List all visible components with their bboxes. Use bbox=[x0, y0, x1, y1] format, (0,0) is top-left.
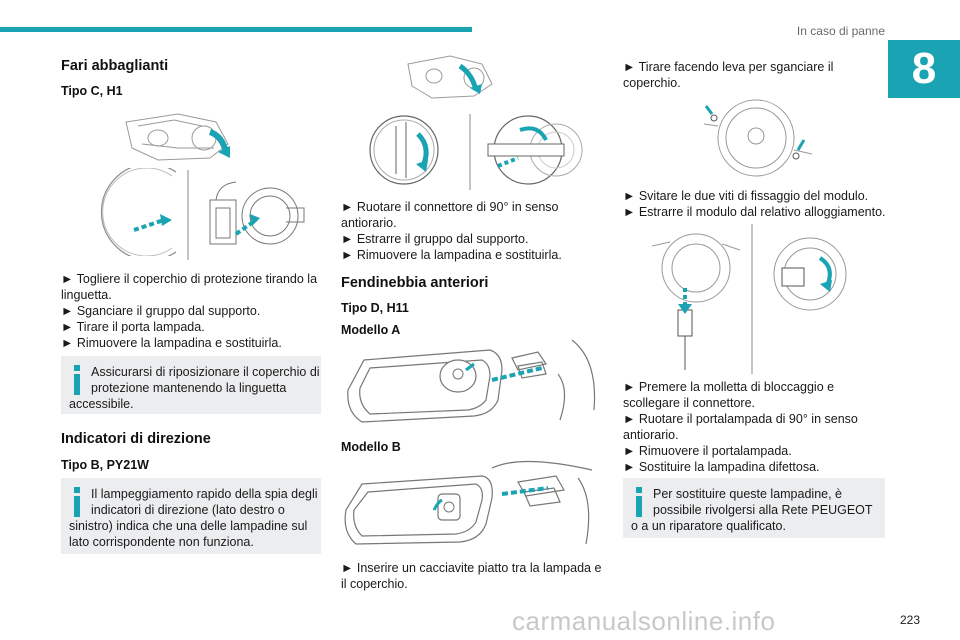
headlamp-top-illustration bbox=[407, 55, 493, 99]
note-text: o a un riparatore qualificato. bbox=[631, 519, 786, 533]
step-text: ► Tirare facendo leva per sganciare il bbox=[623, 60, 834, 74]
bulb-holder-rotate-illustration bbox=[773, 237, 847, 311]
step-text: ► Rimuovere il portalampada. bbox=[623, 444, 792, 458]
module-screws-illustration bbox=[703, 99, 813, 177]
step-text: il coperchio. bbox=[341, 577, 408, 591]
note-text: Assicurarsi di riposizionare il coperchi… bbox=[91, 365, 320, 379]
info-icon bbox=[74, 365, 80, 395]
step-text: scollegare il connettore. bbox=[623, 396, 756, 410]
steps-connettore: ► Ruotare il connettore di 90° in senso … bbox=[341, 199, 562, 263]
info-icon bbox=[636, 487, 642, 517]
step-text: ► Rimuovere la lampadina e sostituirla. bbox=[341, 248, 562, 262]
chapter-number-badge: 8 bbox=[888, 40, 960, 98]
note-text: indicatori di direzione (lato destro o bbox=[91, 503, 285, 517]
page-number: 223 bbox=[899, 613, 920, 627]
heading-modello-a: Modello A bbox=[341, 323, 401, 337]
step-text: ► Estrarre il gruppo dal supporto. bbox=[341, 232, 529, 246]
steps-coperchio: ► Tirare facendo leva per sganciare il c… bbox=[623, 59, 833, 91]
divider bbox=[187, 170, 189, 260]
bulb-extract-illustration bbox=[487, 115, 583, 185]
note-text: Il lampeggiamento rapido della spia degl… bbox=[91, 487, 318, 501]
steps-modello-b: ► Inserire un cacciavite piatto tra la l… bbox=[341, 560, 601, 592]
step-text: coperchio. bbox=[623, 76, 681, 90]
heading-tipo-c: Tipo C, H1 bbox=[61, 84, 123, 98]
steps-portalampada: ► Premere la molletta di bloccaggio e sc… bbox=[623, 379, 858, 475]
step-text: ► Ruotare il portalampada di 90° in sens… bbox=[623, 412, 858, 426]
step-text: ► Sostituire la lampadina difettosa. bbox=[623, 460, 820, 474]
connector-rotate-illustration bbox=[369, 115, 439, 185]
steps-fari: ► Togliere il coperchio di protezione ti… bbox=[61, 271, 317, 351]
note-text: Per sostituire queste lampadine, è bbox=[653, 487, 842, 501]
step-text: ► Svitare le due viti di fissaggio del m… bbox=[623, 189, 869, 203]
connector-release-illustration bbox=[651, 233, 741, 370]
heading-fari-abbaglianti: Fari abbaglianti bbox=[61, 58, 169, 74]
heading-tipo-d: Tipo D, H11 bbox=[341, 301, 409, 315]
heading-fendinebbia: Fendinebbia anteriori bbox=[341, 275, 489, 291]
step-text: ► Togliere il coperchio di protezione ti… bbox=[61, 272, 318, 286]
step-text: linguetta. bbox=[61, 288, 112, 302]
step-text: ► Premere la molletta di bloccaggio e bbox=[623, 380, 835, 394]
step-text: ► Rimuovere la lampadina e sostituirla. bbox=[61, 336, 282, 350]
header-accent-bar bbox=[0, 27, 472, 32]
headlamp-illustration bbox=[125, 113, 230, 161]
watermark: carmanualsonline.info bbox=[512, 606, 776, 636]
cover-illustration bbox=[100, 168, 177, 256]
heading-modello-b: Modello B bbox=[341, 440, 401, 454]
info-icon bbox=[74, 487, 80, 517]
steps-modulo: ► Svitare le due viti di fissaggio del m… bbox=[623, 188, 886, 220]
heading-tipo-b: Tipo B, PY21W bbox=[61, 458, 149, 472]
section-title: In caso di panne bbox=[796, 24, 885, 38]
fog-lamp-b-illustration bbox=[344, 460, 593, 545]
info-note-fari: Assicurarsi di riposizionare il coperchi… bbox=[61, 356, 321, 414]
step-text: ► Ruotare il connettore di 90° in senso bbox=[341, 200, 559, 214]
note-text: sinistro) indica che una delle lampadine… bbox=[69, 519, 308, 533]
step-text: ► Estrarre il modulo dal relativo allogg… bbox=[623, 205, 886, 219]
divider bbox=[469, 114, 471, 190]
step-text: antiorario. bbox=[341, 216, 397, 230]
step-text: ► Sganciare il gruppo dal supporto. bbox=[61, 304, 261, 318]
bulb-holder-illustration bbox=[209, 181, 305, 245]
info-note-indicatori: Il lampeggiamento rapido della spia degl… bbox=[61, 478, 321, 554]
note-text: protezione mantenendo la linguetta bbox=[91, 381, 287, 395]
note-text: possibile rivolgersi alla Rete PEUGEOT bbox=[653, 503, 873, 517]
step-text: ► Tirare il porta lampada. bbox=[61, 320, 205, 334]
note-text: accessibile. bbox=[69, 397, 134, 411]
fog-lamp-a-illustration bbox=[347, 340, 596, 423]
divider bbox=[751, 224, 753, 374]
step-text: ► Inserire un cacciavite piatto tra la l… bbox=[341, 561, 602, 575]
heading-indicatori: Indicatori di direzione bbox=[61, 431, 211, 447]
info-note-rete: Per sostituire queste lampadine, è possi… bbox=[623, 478, 885, 538]
note-text: lato corrispondente non funziona. bbox=[69, 535, 254, 549]
step-text: antiorario. bbox=[623, 428, 679, 442]
